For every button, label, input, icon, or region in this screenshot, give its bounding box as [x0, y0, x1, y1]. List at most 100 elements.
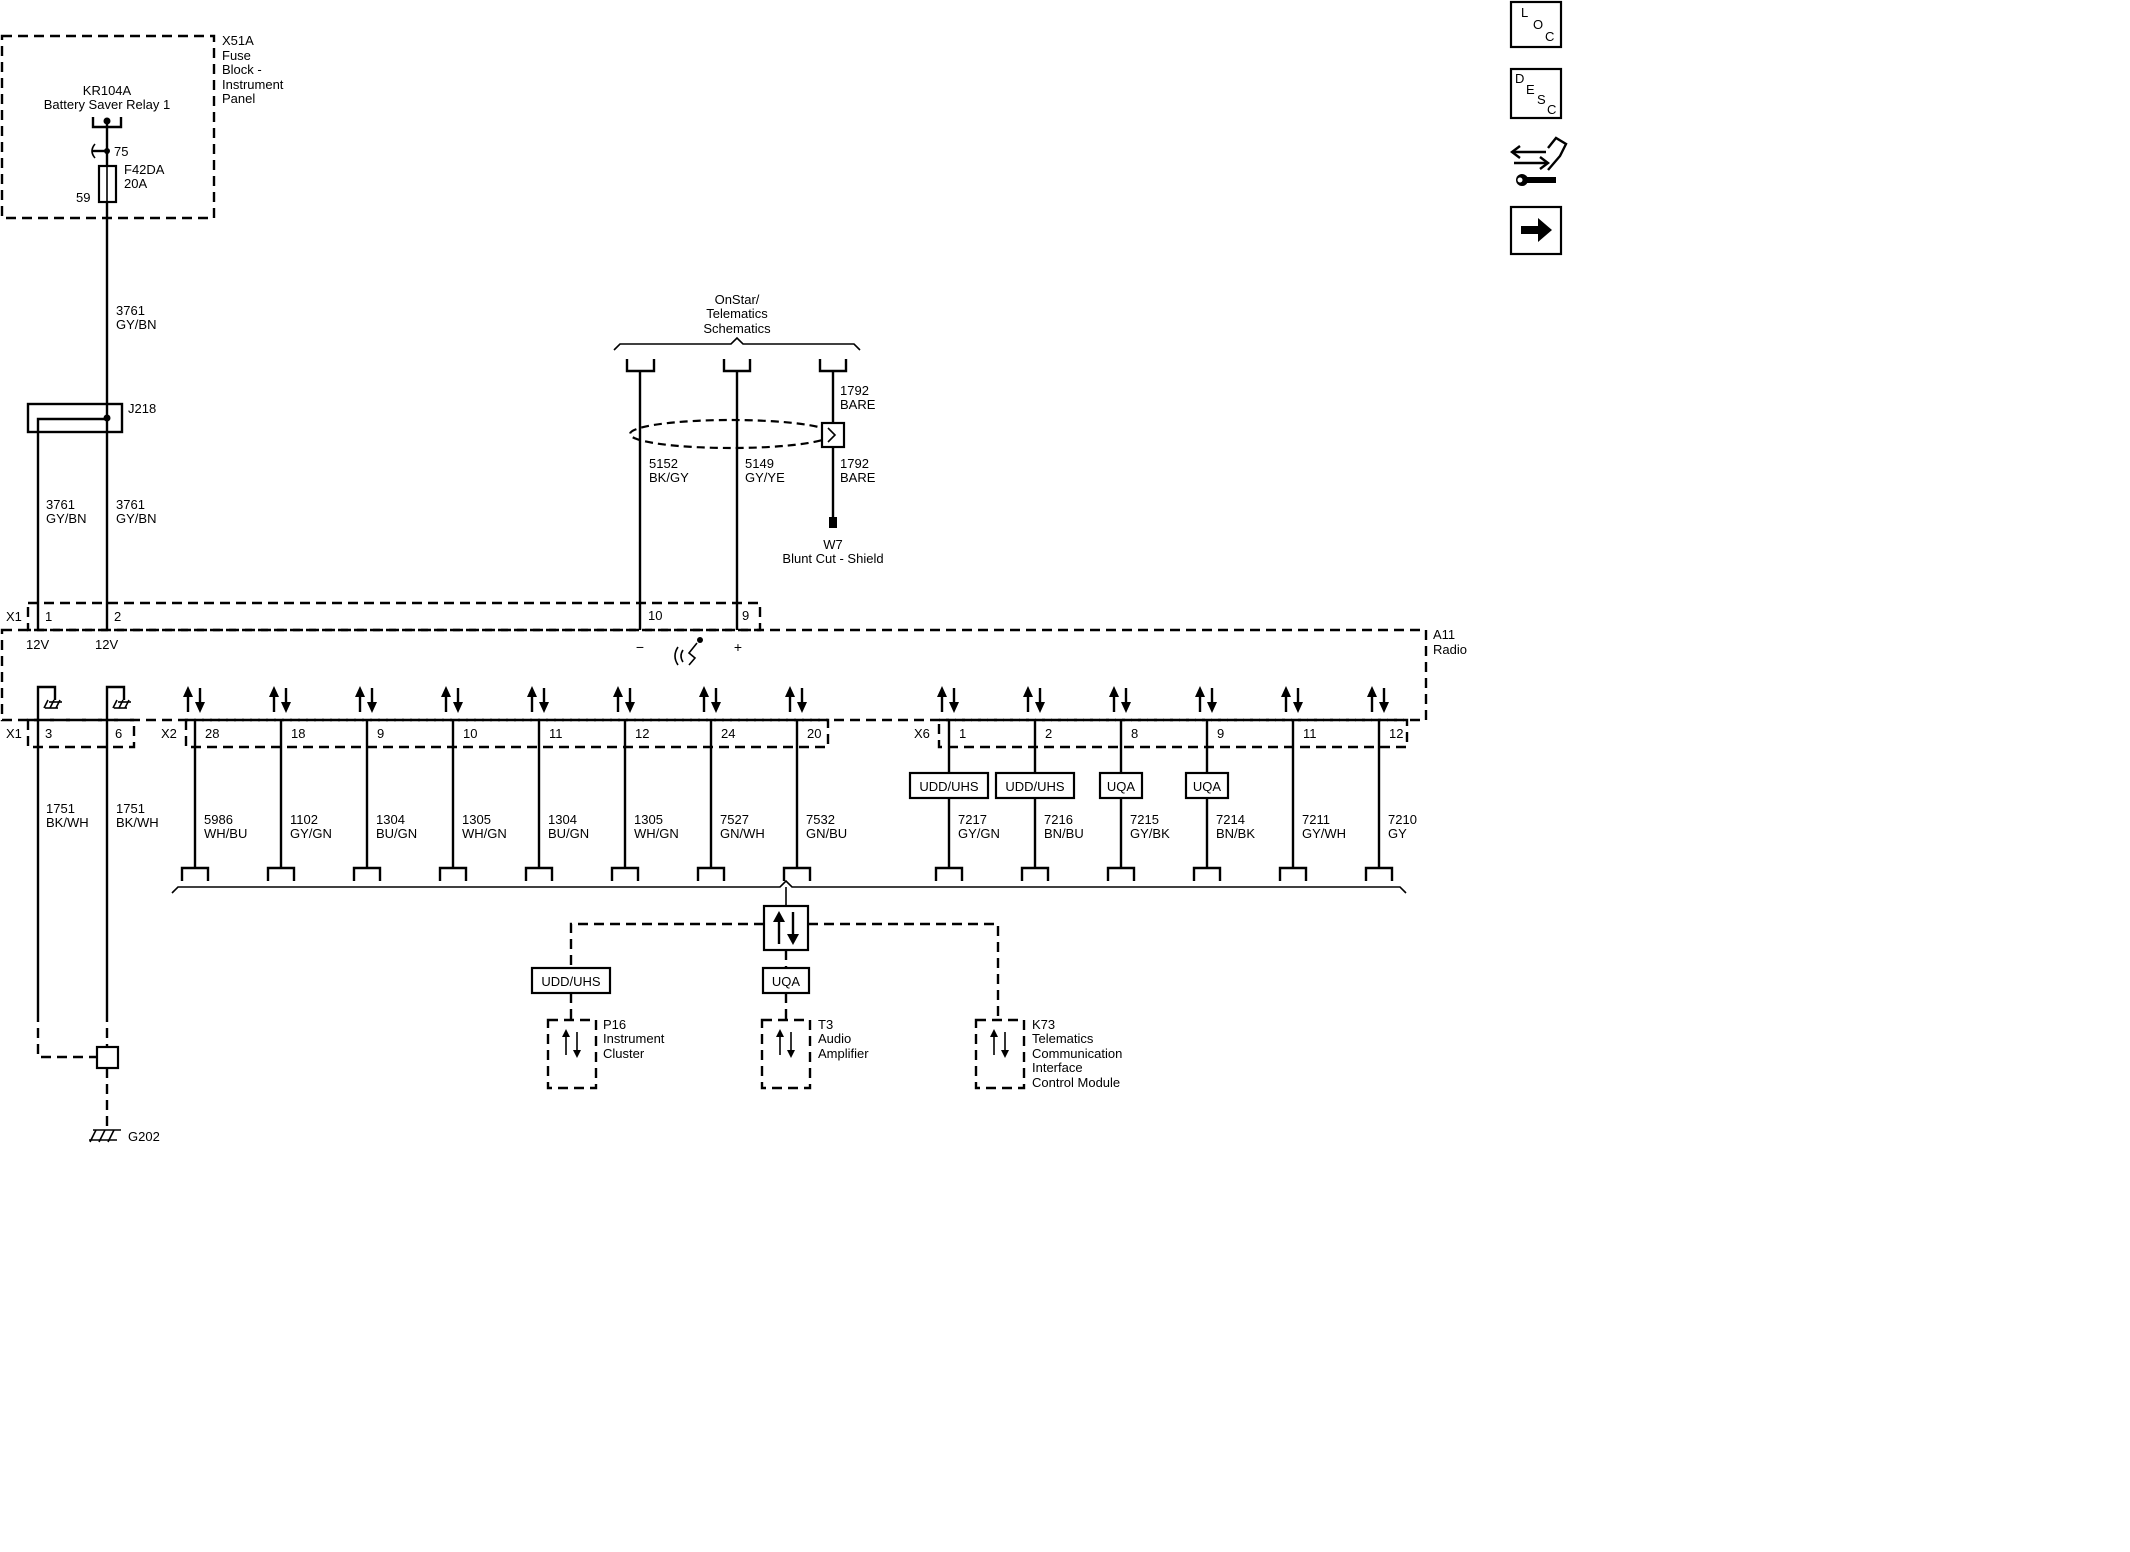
- pin-number: 10: [463, 726, 477, 741]
- connector-terminal: [1278, 866, 1308, 881]
- pin-number: 18: [291, 726, 305, 741]
- relay-id: KR104A: [83, 83, 132, 98]
- wire-color: BU/GN: [376, 826, 417, 841]
- x1-pin-6: 6: [115, 726, 122, 741]
- onstar-connector-terminal: [818, 359, 848, 373]
- wire-circuit: 7217: [958, 812, 987, 827]
- module-1-name-0: T3: [818, 1017, 833, 1032]
- x1-pin-10: 10: [648, 608, 662, 623]
- module-1-tag: UQA: [772, 974, 801, 989]
- internal-ground-icon: [36, 685, 62, 720]
- wire-to-radio-0-color: GY/BN: [46, 511, 86, 526]
- pin-number: 12: [635, 726, 649, 741]
- shield-ellipse: [628, 418, 834, 450]
- loc-letter-o: O: [1533, 17, 1543, 32]
- relay-name: Battery Saver Relay 1: [44, 97, 170, 112]
- ground-wire-1-circuit: 1751: [116, 801, 145, 816]
- onstar-connector-terminal: [625, 359, 656, 373]
- blunt-cut-icon: [829, 517, 837, 528]
- bidirectional-arrow-icon: [937, 686, 959, 713]
- module-t3: T3 Audio Amplifier: [760, 1017, 869, 1090]
- wire-circuit: 5986: [204, 812, 233, 827]
- wire-circuit: 7216: [1044, 812, 1073, 827]
- connector-terminal: [180, 866, 210, 881]
- bidirectional-arrow-icon: [613, 686, 635, 713]
- desc-button[interactable]: D E S C: [1509, 67, 1563, 120]
- module-tag-box: [761, 966, 811, 995]
- ground-splice: [95, 1045, 120, 1070]
- internal-ground-icon: [105, 685, 131, 720]
- wire-circuit: 1102: [290, 812, 318, 827]
- pin-number: 20: [807, 726, 821, 741]
- connector-terminal: [782, 866, 812, 881]
- wire-to-radio-1-color: GY/BN: [116, 511, 156, 526]
- connector-x6: [937, 718, 1409, 749]
- wire-circuit: 1305: [634, 812, 663, 827]
- module-2-name-1: Telematics: [1032, 1031, 1094, 1046]
- onstar-wire-0-color: BK/GY: [649, 470, 689, 485]
- chassis-ground-icon: [89, 1129, 121, 1143]
- bidirectional-arrow-icon: [1195, 686, 1217, 713]
- wire-color: BN/BU: [1044, 826, 1084, 841]
- module-1-name-1: Audio: [818, 1031, 851, 1046]
- ground-id: G202: [128, 1129, 160, 1143]
- onstar-title-0: OnStar/: [715, 292, 760, 307]
- bidirectional-arrow-icon: [1109, 686, 1131, 713]
- loc-button[interactable]: L O C: [1509, 0, 1563, 49]
- onstar-connector-terminal: [722, 359, 752, 373]
- polarity-minus: −: [636, 639, 644, 655]
- microphone-icon: [674, 637, 703, 666]
- splice-id: J218: [128, 401, 156, 416]
- wire-color: GY/GN: [958, 826, 1000, 841]
- loc-letter-l: L: [1521, 5, 1528, 20]
- connector-terminal: [1020, 866, 1050, 881]
- onstar-wire-0-circuit: 5152: [649, 456, 678, 471]
- module-0-name-2: Cluster: [603, 1046, 645, 1061]
- next-arrow-button[interactable]: [1509, 205, 1563, 256]
- wire-color: GN/BU: [806, 826, 847, 841]
- splice-j218: J218: [26, 401, 156, 630]
- ground-wire-1-color: BK/WH: [116, 815, 159, 830]
- network-tag: UDD/UHS: [1005, 779, 1065, 794]
- connector-terminal: [266, 866, 296, 881]
- ground-wire-0-circuit: 1751: [46, 801, 75, 816]
- connector-terminal: [438, 866, 468, 881]
- wire-main-circuit: 3761: [116, 303, 145, 318]
- x1-pin-2: 2: [114, 609, 121, 624]
- wire-color: WH/GN: [462, 826, 507, 841]
- bidirectional-arrow-icon: [183, 686, 205, 713]
- bidirectional-arrow-icon: [1281, 686, 1303, 713]
- shield-upper-color: BARE: [840, 397, 876, 412]
- module-0-tag: UDD/UHS: [541, 974, 601, 989]
- wire-color: GY/WH: [1302, 826, 1346, 841]
- module-k73: K73 Telematics Communication Interface C…: [974, 1017, 1122, 1090]
- bidirectional-arrow-icon: [527, 686, 549, 713]
- connector-x2: [184, 718, 830, 749]
- bidirectional-arrow-icon: [785, 686, 807, 713]
- pin-number: 9: [1217, 726, 1224, 741]
- next-arrow-icon: [1521, 218, 1552, 242]
- module-2-name-4: Control Module: [1032, 1075, 1120, 1090]
- connector-terminal: [934, 866, 964, 881]
- bidirectional-arrow-icon: [773, 911, 799, 945]
- bidirectional-arrow-icon: [776, 1029, 795, 1058]
- bidirectional-arrow-icon: [441, 686, 463, 713]
- voltage-0: 12V: [26, 637, 49, 652]
- module-p16: P16 Instrument Cluster: [546, 1017, 665, 1090]
- module-0-name-1: Instrument: [603, 1031, 665, 1046]
- wire-color: GY: [1388, 826, 1407, 841]
- connector-repair-icon[interactable]: [1510, 136, 1568, 186]
- wire-circuit: 7210: [1388, 812, 1417, 827]
- wire-circuit: 7215: [1130, 812, 1159, 827]
- desc-letter-c: C: [1547, 102, 1556, 117]
- network-tag-box: [1184, 771, 1230, 800]
- connector-x1-bottom: [26, 718, 136, 749]
- wire-circuit: 1305: [462, 812, 491, 827]
- wire-circuit: 7214: [1216, 812, 1245, 827]
- bidirectional-arrow-icon: [699, 686, 721, 713]
